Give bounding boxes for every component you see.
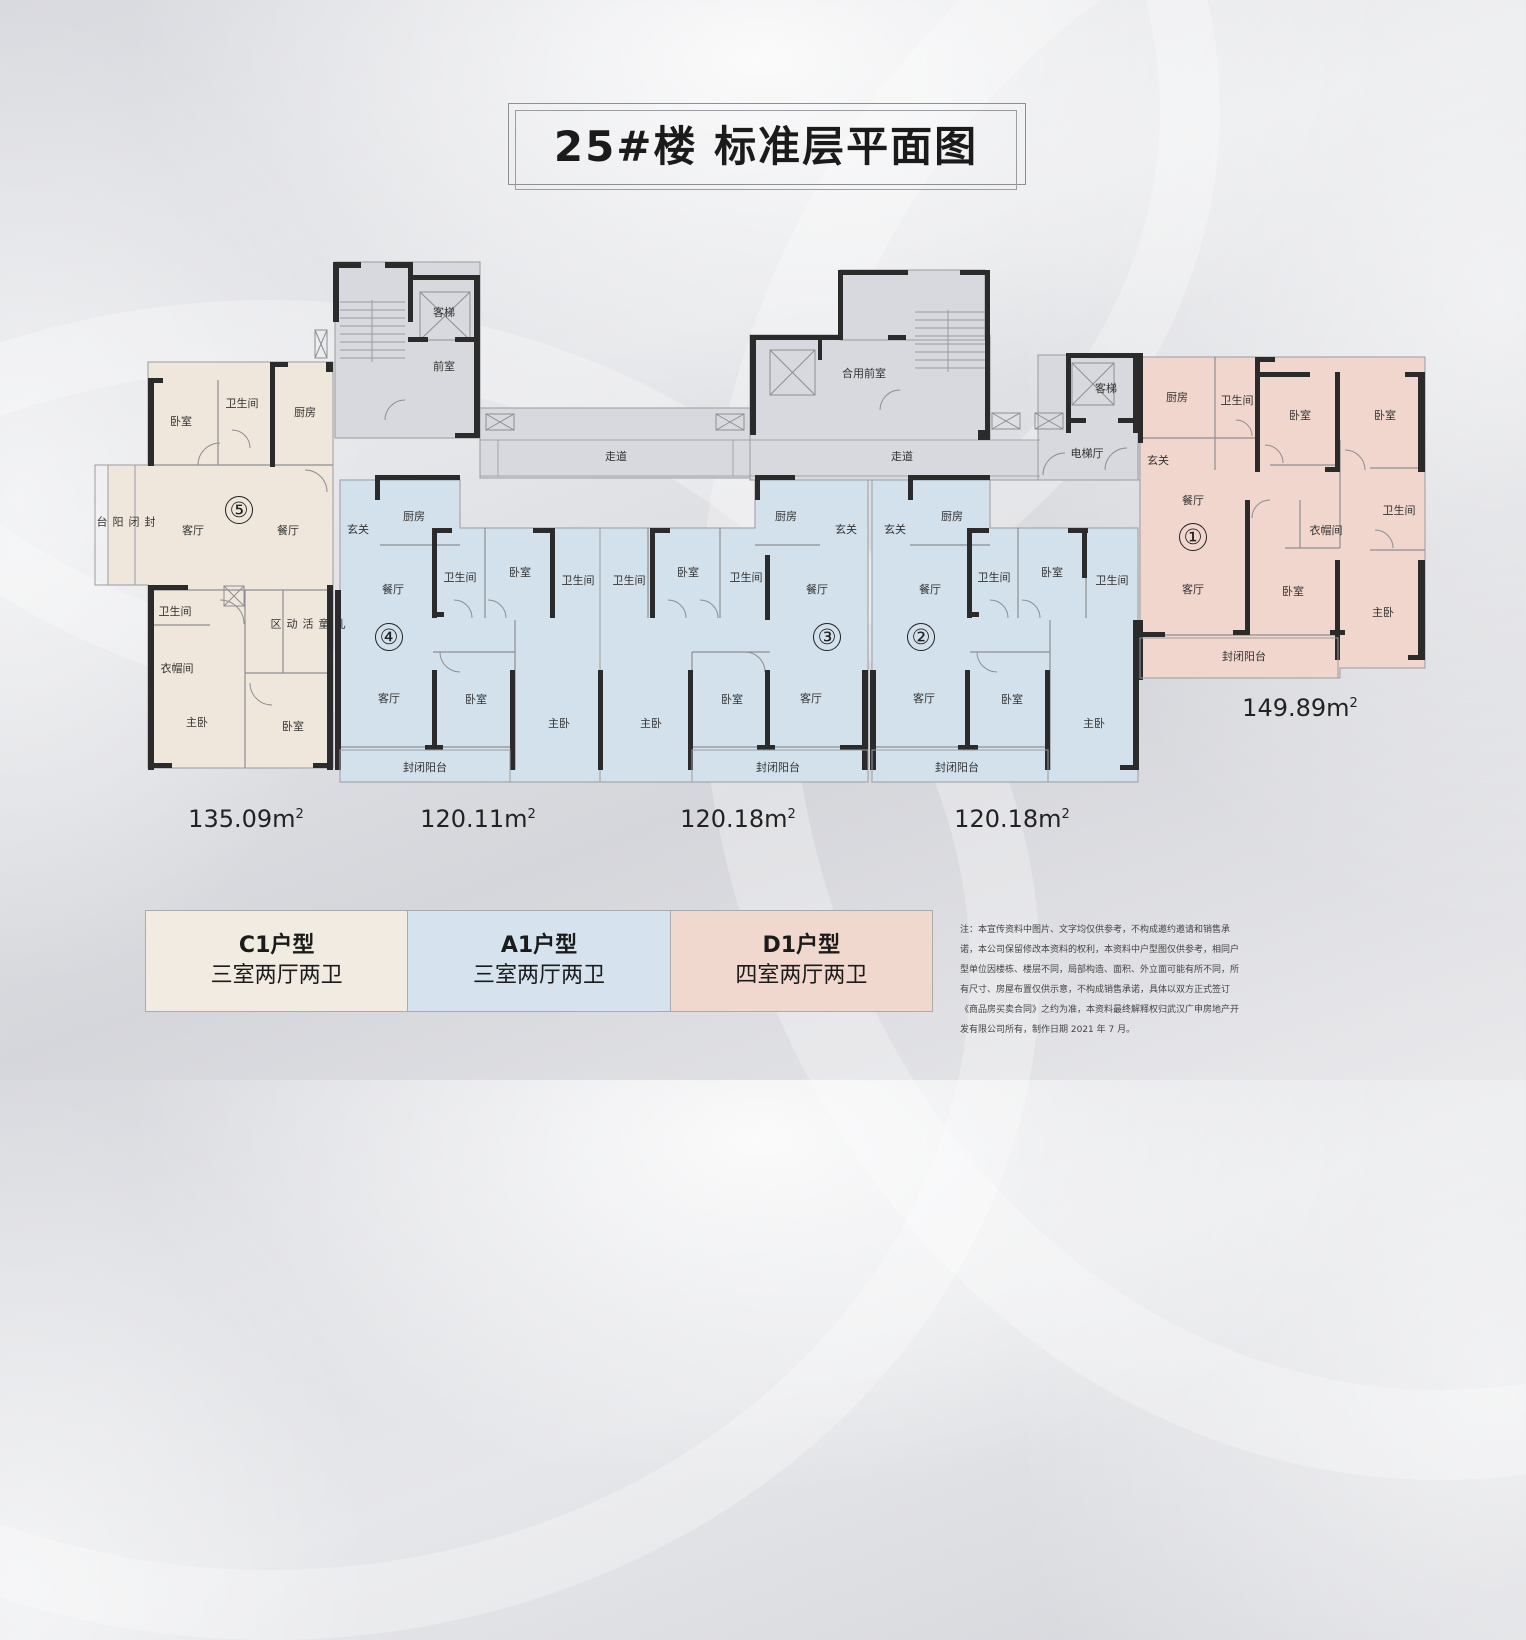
legend-d1: D1户型 四室两厅两卫 <box>670 911 932 1011</box>
corridor-label: 走道 <box>605 450 627 463</box>
legend-type-label: A1户型 <box>500 933 578 958</box>
room-bathroom: 卫生间 <box>612 574 646 587</box>
title-frame-inner <box>515 110 1017 190</box>
room-kitchen: 厨房 <box>775 510 797 523</box>
room-entry: 玄关 <box>884 523 906 536</box>
room-master-bedroom: 主卧 <box>186 716 208 729</box>
room-balcony: 封闭阳台 <box>403 761 447 774</box>
room-living: 客厅 <box>800 692 822 705</box>
unit-5-area <box>107 361 334 769</box>
room-bedroom: 卧室 <box>721 693 743 706</box>
elevator-hall-label: 电梯厅 <box>1070 447 1104 460</box>
room-bedroom: 卧室 <box>1001 693 1023 706</box>
elevator-label: 客梯 <box>433 306 455 319</box>
legend-desc-label: 三室两厅两卫 <box>210 963 343 988</box>
room-living: 客厅 <box>913 692 935 705</box>
room-bathroom: 卫生间 <box>1382 504 1416 517</box>
room-master-bedroom: 主卧 <box>1083 717 1105 730</box>
disclaimer-note: 注：本宣传资料中图片、文字均仅供参考，不构成邀约邀请和销售承诺，本公司保留修改本… <box>960 925 1240 1035</box>
room-bedroom: 卧室 <box>170 415 192 428</box>
legend-desc-label: 三室两厅两卫 <box>472 963 605 988</box>
room-dining: 餐厅 <box>1182 494 1204 507</box>
room-kitchen: 厨房 <box>941 510 963 523</box>
room-master-bedroom: 主卧 <box>1372 606 1394 619</box>
room-bedroom: 卧室 <box>1282 585 1304 598</box>
room-bathroom: 卫生间 <box>561 574 595 587</box>
room-bathroom: 卫生间 <box>158 605 192 618</box>
room-entry: 玄关 <box>1147 454 1169 467</box>
room-bedroom: 卧室 <box>1374 409 1396 422</box>
unit-2-area-label: 120.18m2 <box>954 805 1070 833</box>
room-kitchen: 厨房 <box>294 406 316 419</box>
unit-3-area <box>599 479 869 783</box>
unit-3-area-label: 120.18m2 <box>680 805 796 833</box>
unit-number-badge: ③ <box>813 623 841 651</box>
room-bathroom: 卫生间 <box>1220 394 1254 407</box>
room-bedroom: 卧室 <box>1041 566 1063 579</box>
room-bathroom: 卫生间 <box>225 397 259 410</box>
room-bedroom: 卧室 <box>509 566 531 579</box>
room-living: 客厅 <box>378 692 400 705</box>
room-balcony: 封闭阳台 <box>935 761 979 774</box>
room-master-bedroom: 主卧 <box>640 717 662 730</box>
room-bathroom: 卫生间 <box>1095 574 1129 587</box>
legend-desc-label: 四室两厅两卫 <box>735 963 868 988</box>
room-dining: 餐厅 <box>382 583 404 596</box>
room-bedroom: 卧室 <box>465 693 487 706</box>
room-dining: 餐厅 <box>806 583 828 596</box>
lobby-label: 前室 <box>433 360 455 373</box>
room-bedroom: 卧室 <box>1289 409 1311 422</box>
room-kitchen: 厨房 <box>403 510 425 523</box>
legend-a1: A1户型 三室两厅两卫 <box>408 911 671 1011</box>
room-balcony: 封闭阳台 <box>95 516 156 528</box>
room-closet: 衣帽间 <box>1309 524 1343 537</box>
unit-1-area-label: 149.89m2 <box>1242 694 1358 722</box>
floor-plan: 客梯 前室 合用前室 客梯 电梯厅 走道 走道 卧室 卫生间 厨房 封闭阳台 ⑤… <box>94 261 1426 833</box>
room-bathroom: 卫生间 <box>977 571 1011 584</box>
floor-plan-drawing <box>94 261 1426 783</box>
unit-type-legend: C1户型 三室两厅两卫 A1户型 三室两厅两卫 D1户型 四室两厅两卫 <box>145 910 933 1012</box>
room-bedroom: 卧室 <box>282 720 304 733</box>
corridor-label: 走道 <box>891 450 913 463</box>
elevator-label: 客梯 <box>1095 382 1117 395</box>
room-master-bedroom: 主卧 <box>548 717 570 730</box>
room-closet: 衣帽间 <box>160 662 194 675</box>
room-entry: 玄关 <box>835 523 857 536</box>
room-dining: 餐厅 <box>919 583 941 596</box>
room-bedroom: 卧室 <box>677 566 699 579</box>
title-frame <box>508 103 1026 185</box>
unit-5-area-label: 135.09m2 <box>188 805 304 833</box>
legend-type-label: D1户型 <box>762 933 841 958</box>
unit-number-badge: ① <box>1179 523 1207 551</box>
room-living: 客厅 <box>1182 583 1204 596</box>
room-kids-area: 儿童活动区 <box>269 618 346 630</box>
page-title: 25#楼 标准层平面图 <box>553 121 979 171</box>
room-entry: 玄关 <box>347 523 369 536</box>
room-bathroom: 卫生间 <box>729 571 763 584</box>
legend-c1: C1户型 三室两厅两卫 <box>146 911 409 1011</box>
room-balcony: 封闭阳台 <box>756 761 800 774</box>
unit-number-badge: ⑤ <box>225 496 253 524</box>
room-living: 客厅 <box>182 524 204 537</box>
room-kitchen: 厨房 <box>1166 391 1188 404</box>
room-balcony: 封闭阳台 <box>1222 650 1266 663</box>
legend-type-label: C1户型 <box>238 933 315 958</box>
unit-number-badge: ② <box>907 623 935 651</box>
room-dining: 餐厅 <box>277 524 299 537</box>
shared-lobby-label: 合用前室 <box>842 367 886 380</box>
unit-4-area-label: 120.11m2 <box>420 805 536 833</box>
unit-number-badge: ④ <box>375 623 403 651</box>
room-bathroom: 卫生间 <box>443 571 477 584</box>
